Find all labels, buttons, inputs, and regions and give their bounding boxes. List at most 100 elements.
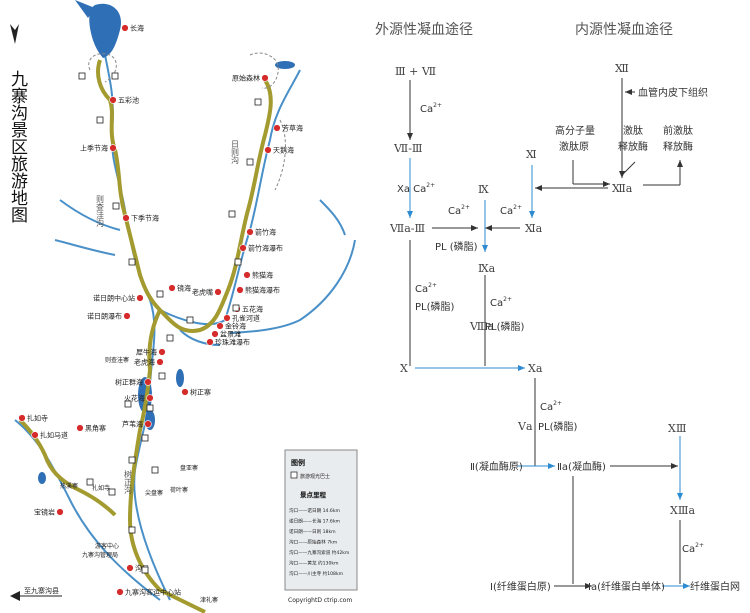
bus-stop-icon (96, 116, 104, 124)
bus-stop-icon (228, 210, 236, 218)
village-label-dongjiang: 津礼寨 (200, 596, 218, 604)
node-VIIa-III: Ⅶa-Ⅲ (389, 222, 425, 235)
spot-label-xiniuhai: 犀牛海 (136, 348, 157, 357)
valley-label-zechawa: 则查洼沟 (96, 194, 105, 228)
bus-stop-icon (128, 526, 136, 534)
svg-text:激肽: 激肽 (623, 124, 643, 137)
svg-text:至九寨沟县: 至九寨沟县 (24, 586, 59, 595)
node-X: X (400, 362, 408, 375)
village-label-shelong: 扎如寺 (92, 484, 110, 492)
legend-row: 沟口——诺日朗 14.6km (289, 507, 341, 514)
node-IX: Ⅸ (478, 183, 489, 196)
bus-stop-icon (158, 372, 166, 380)
spot-label-zhenzhu: 珍珠滩瀑布 (215, 338, 250, 347)
bus-stop-icon (141, 566, 149, 574)
spot-marker-pengpu (211, 330, 219, 338)
spot-label-changhai: 长海 (130, 24, 144, 33)
svg-text:Ca2+: Ca2+ (682, 542, 704, 555)
spot-marker-shangye (116, 588, 124, 596)
spot-marker-fangcaohai (273, 124, 281, 132)
node-Va: Ⅴa (517, 420, 533, 433)
svg-text:高分子量: 高分子量 (555, 124, 595, 137)
node-I: Ⅰ(纤维蛋白原) (490, 580, 551, 593)
legend-row: 沟口——黄龙 约130km (289, 560, 339, 567)
spot-marker-nuorilangpubu (123, 312, 131, 320)
header-intrinsic: 内源性凝血途径 (575, 21, 673, 38)
spot-marker-wucaichi (109, 96, 117, 104)
svg-text:Ca2+: Ca2+ (500, 204, 522, 217)
svg-text:Ca2+: Ca2+ (448, 204, 470, 217)
spot-marker-shuzhengqunhai (144, 378, 152, 386)
svg-text:景点里程: 景点里程 (300, 490, 327, 499)
bus-stop-icon (151, 466, 159, 474)
bus-stop-icon (166, 334, 174, 342)
spot-label-wuhua: 五花海 (242, 305, 263, 314)
spot-marker-huohuahai (146, 394, 154, 402)
spot-label-tiane: 天鹅海 (273, 146, 294, 155)
node-XIIIa: ⅩⅢa (670, 504, 695, 517)
village-label-rexue: 热溪寨 (60, 482, 78, 490)
svg-text:旅游观光巴士: 旅游观光巴士 (300, 473, 330, 480)
legend-row: 沟口——九寨沟索道 约42km (289, 549, 350, 556)
spot-marker-xiongmaopubu (236, 286, 244, 294)
bus-stop-icon (128, 258, 136, 266)
spot-label-huohuahai: 火花海 (124, 394, 145, 403)
svg-text:九寨沟景区旅游地图: 九寨沟景区旅游地图 (7, 70, 28, 223)
svg-text:PL(磷脂): PL(磷脂) (415, 300, 455, 313)
spot-label-jinling: 金铃海 (225, 322, 246, 331)
spot-marker-luweihai (144, 420, 152, 428)
label-Xa-Ca: Xa Ca2+ (397, 182, 435, 195)
spot-label-kongque: 孔雀河道 (232, 314, 260, 323)
svg-text:图例: 图例 (291, 458, 305, 467)
bus-stop-icon (254, 98, 262, 106)
node-XIIa: Ⅻa (612, 182, 633, 195)
spot-label-luweihai: 芦苇海 (122, 420, 143, 429)
valley-label-rize: 日则沟 (231, 140, 240, 165)
spot-marker-zhenzhu (206, 338, 214, 346)
spot-marker-jianzhupubu (239, 244, 247, 252)
spot-label-laohu: 老虎嘴 (192, 288, 213, 297)
spot-label-shangjijie: 上季节海 (80, 144, 108, 153)
node-VII-III: Ⅶ-Ⅲ (393, 142, 423, 155)
spot-label-shangye: 九寨沟客运中心站 (125, 588, 181, 597)
svg-text:释放酶: 释放酶 (663, 140, 693, 153)
village-label-panyaz: 盘亚寨 (180, 464, 198, 472)
spot-label-heijiao: 黑角寨 (85, 424, 106, 433)
pathway-labels: Ⅲ + Ⅶ Ca2+ Ⅶ-Ⅲ Xa Ca2+ Ⅶa-Ⅲ PL (磷脂) Ⅻ 血管… (389, 62, 740, 593)
spot-label-fangcaohai: 芳草海 (282, 124, 303, 133)
spot-marker-yankou (126, 564, 134, 572)
coagulation-cascade-diagram: 外源性凝血途径 内源性凝血途径 (375, 21, 740, 593)
village-label-zhaliangqiao: 则查洼寨 (105, 356, 129, 364)
spot-marker-tiane (264, 146, 272, 154)
spot-label-zhuyuan: 诺日朗中心站 (93, 294, 135, 303)
bus-stop-icon (128, 456, 136, 464)
node-II: Ⅱ(凝血酶原) (470, 460, 523, 473)
node-XIa: Ⅺa (525, 222, 543, 235)
svg-text:PL (磷脂): PL (磷脂) (435, 240, 478, 253)
svg-text:前激肽: 前激肽 (663, 124, 693, 137)
node-IXa: Ⅸa (478, 262, 496, 275)
spot-label-baojing: 宝镜岩 (34, 508, 55, 517)
svg-text:释放酶: 释放酶 (618, 140, 648, 153)
valley-label-shuzheng: 树正沟 (124, 469, 133, 495)
pathway-arrows (407, 78, 690, 589)
label-subendothelium: 血管内皮下组织 (638, 86, 708, 99)
bus-stop-icon (156, 290, 164, 298)
bus-stop-icon (111, 72, 119, 80)
bus-stops (78, 72, 262, 574)
spot-marker-jianzhuhai (246, 228, 254, 236)
svg-text:Ca2+: Ca2+ (540, 400, 562, 413)
node-Xa: Xa (528, 362, 543, 375)
node-III-VII: Ⅲ + Ⅶ (395, 65, 436, 78)
legend-row: 诺日朗——日则 18km (289, 528, 336, 535)
bus-stop-icon (112, 202, 120, 210)
spot-label-jianzhupubu: 箭竹海瀑布 (248, 244, 283, 253)
bus-stop-icon (186, 316, 194, 324)
svg-text:Ca2+: Ca2+ (415, 282, 437, 295)
bus-stop-icon (86, 478, 94, 486)
spot-marker-zhuyuan (136, 294, 144, 302)
svg-text:PL(磷脂): PL(磷脂) (485, 320, 525, 333)
spot-marker-zaruma (31, 431, 39, 439)
